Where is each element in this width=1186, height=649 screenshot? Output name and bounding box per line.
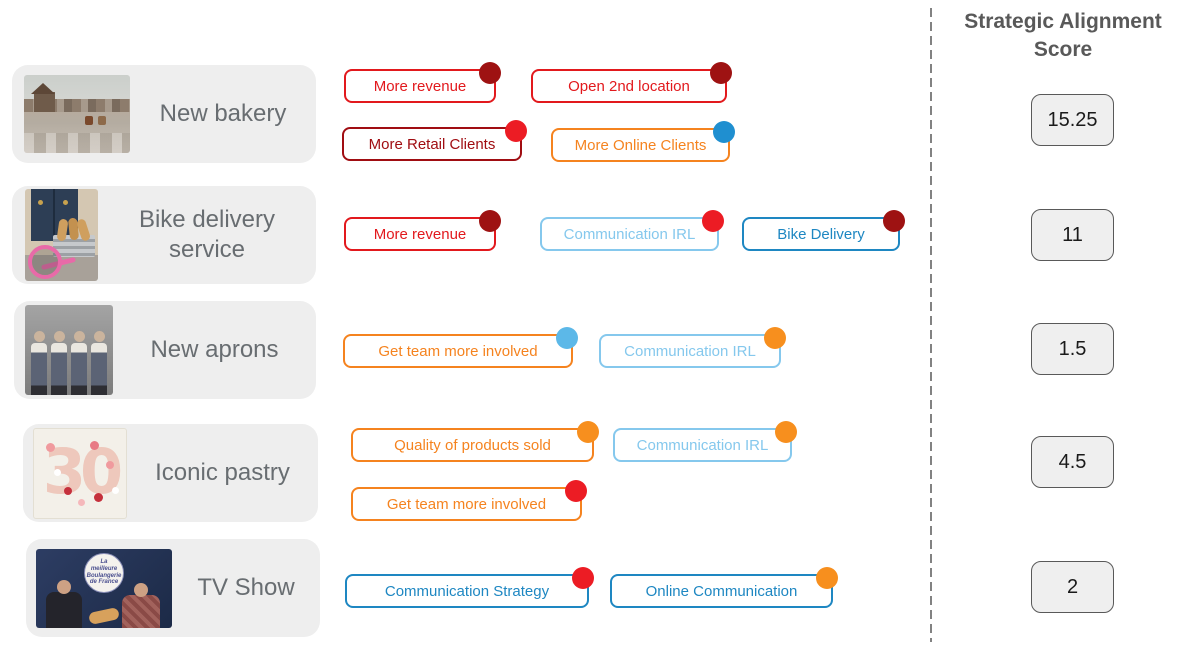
- project-title: Bike delivery service: [138, 206, 276, 263]
- goal-pill-label: Quality of products sold: [394, 436, 551, 454]
- photo-flower: [54, 468, 61, 476]
- goal-pill-communication-strategy[interactable]: Communication Strategy: [345, 567, 594, 608]
- photo-host: [122, 582, 160, 628]
- goal-pill-label: Get team more involved: [378, 342, 538, 360]
- goal-pill-get-team-more-involved[interactable]: Get team more involved: [343, 327, 578, 368]
- goal-pill-quality-of-products-sold[interactable]: Quality of products sold: [351, 421, 599, 462]
- goal-pill-label: Communication IRL: [636, 436, 769, 454]
- photo-baguette: [67, 217, 79, 241]
- goal-dot-light-blue: [556, 327, 578, 349]
- score-column-header: Strategic Alignment Score: [964, 10, 1162, 61]
- photo-flower: [112, 486, 119, 494]
- goal-pill-get-team-more-involved[interactable]: Get team more involved: [351, 480, 587, 521]
- photo-macaron: [46, 442, 55, 452]
- project-title: Iconic pastry: [155, 459, 290, 486]
- photo-person: [71, 331, 88, 395]
- score-value: 11: [1062, 223, 1083, 246]
- photo-bike-wheel: [27, 245, 62, 280]
- goal-dot-red: [702, 210, 724, 232]
- goal-dot-dark-red: [479, 62, 501, 84]
- goal-dot-orange: [764, 327, 786, 349]
- goal-pill-bike-delivery[interactable]: Bike Delivery: [742, 210, 905, 251]
- score-box-bike-delivery[interactable]: 11: [1031, 209, 1114, 261]
- goal-dot-blue: [713, 121, 735, 143]
- photo-person: [31, 331, 48, 395]
- photo-horse: [85, 115, 94, 125]
- dashed-divider: [930, 8, 932, 642]
- goal-pill-label: More Retail Clients: [368, 135, 496, 153]
- project-title: New bakery: [159, 100, 287, 127]
- score-box-tv-show[interactable]: 2: [1031, 561, 1114, 613]
- score-value: 2: [1066, 575, 1079, 598]
- photo-berry: [64, 486, 72, 495]
- project-card-iconic-pastry[interactable]: 30 Iconic pastry: [23, 424, 318, 522]
- goal-pill-open-2nd-location[interactable]: Open 2nd location: [531, 62, 732, 103]
- goal-dot-dark-red: [479, 210, 501, 232]
- score-value: 15.25: [1047, 108, 1098, 131]
- project-title: New aprons: [150, 336, 279, 363]
- goal-pill-label: Communication Strategy: [384, 582, 550, 600]
- score-box-new-bakery[interactable]: 15.25: [1031, 94, 1114, 146]
- goal-pill-label: More Online Clients: [574, 136, 707, 154]
- goal-pill-label: More revenue: [373, 225, 467, 243]
- photo-bread: [88, 606, 120, 625]
- goal-dot-dark-red: [710, 62, 732, 84]
- goal-pill-more-revenue[interactable]: More revenue: [344, 62, 501, 103]
- project-photo-bike: [25, 189, 98, 281]
- goal-dot-red: [505, 120, 527, 142]
- photo-door-knocker: [38, 200, 44, 206]
- photo-person: [91, 331, 108, 395]
- photo-wet-sand: [24, 132, 130, 153]
- project-card-new-bakery[interactable]: New bakery: [12, 65, 316, 163]
- goal-pill-label: Communication IRL: [563, 225, 696, 243]
- project-title: TV Show: [197, 574, 295, 601]
- goal-pill-communication-irl[interactable]: Communication IRL: [599, 327, 786, 368]
- photo-person: [51, 331, 68, 395]
- score-box-iconic-pastry[interactable]: 4.5: [1031, 436, 1114, 488]
- goal-pill-label: Communication IRL: [624, 342, 756, 360]
- goal-pill-label: Bike Delivery: [777, 225, 865, 243]
- goal-dot-orange: [577, 421, 599, 443]
- photo-house: [33, 92, 55, 113]
- goal-pill-more-revenue[interactable]: More revenue: [344, 210, 501, 251]
- goal-pill-label: Get team more involved: [386, 495, 547, 513]
- goal-dot-red: [565, 480, 587, 502]
- project-card-new-aprons[interactable]: New aprons: [14, 301, 316, 399]
- photo-macaron: [106, 460, 114, 469]
- goal-pill-label: More revenue: [373, 77, 467, 95]
- score-value: 1.5: [1058, 337, 1087, 360]
- photo-horse: [98, 115, 107, 125]
- photo-host: [46, 579, 82, 628]
- project-card-tv-show[interactable]: La meilleure Boulangerie de France TV Sh…: [26, 539, 320, 637]
- project-photo-bakery: [24, 75, 130, 153]
- tv-show-logo: La meilleure Boulangerie de France: [84, 552, 124, 593]
- project-photo-aprons: [25, 305, 113, 395]
- score-value: 4.5: [1058, 450, 1087, 473]
- photo-door-split: [53, 189, 56, 241]
- goal-pill-communication-irl[interactable]: Communication IRL: [540, 210, 724, 251]
- goal-dot-orange: [816, 567, 838, 589]
- photo-macaron: [90, 440, 99, 450]
- goal-pill-communication-irl[interactable]: Communication IRL: [613, 421, 797, 462]
- project-photo-tv-show: La meilleure Boulangerie de France: [36, 548, 172, 628]
- goal-dot-red: [572, 567, 594, 589]
- goal-pill-more-retail-clients[interactable]: More Retail Clients: [342, 120, 527, 161]
- project-photo-cake: 30: [33, 427, 127, 519]
- goal-pill-online-communication[interactable]: Online Communication: [610, 567, 838, 608]
- photo-macaron: [78, 498, 85, 506]
- score-box-new-aprons[interactable]: 1.5: [1031, 323, 1114, 375]
- goal-pill-label: Online Communication: [645, 582, 798, 600]
- photo-roof: [31, 82, 56, 94]
- goal-pill-label: Open 2nd location: [568, 77, 690, 95]
- project-card-bike-delivery[interactable]: Bike delivery service: [12, 186, 316, 284]
- photo-door-knocker: [62, 200, 68, 206]
- goal-dot-dark-red: [883, 210, 905, 232]
- photo-berry: [94, 492, 103, 502]
- goal-pill-more-online-clients[interactable]: More Online Clients: [551, 121, 735, 162]
- goal-dot-orange: [775, 421, 797, 443]
